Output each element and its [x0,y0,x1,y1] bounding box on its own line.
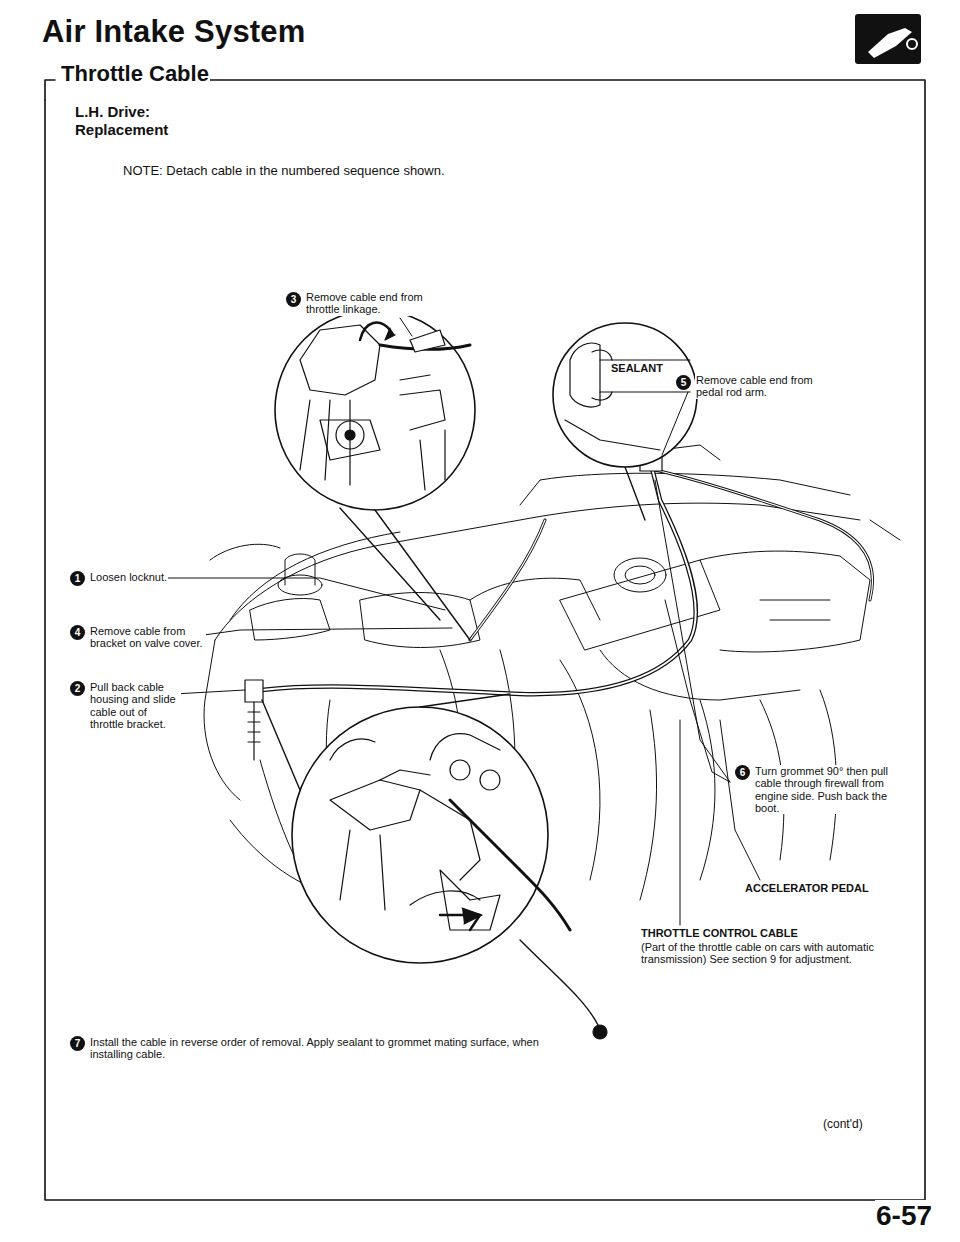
part-label: THROTTLE CONTROL CABLE [640,927,799,939]
step-text: Remove cable end from pedal rod arm. [695,374,827,399]
throttle-linkage-detail [275,310,475,640]
subheading: Replacement [74,122,169,139]
step-text: Loosen locknut. [89,571,168,583]
part-note: (Part of the throttle cable on cars with… [640,941,887,966]
callout-number: 2 [70,681,85,696]
continued-note: (cont'd) [822,1118,864,1131]
callout-number: 4 [70,625,85,640]
callout-number: 7 [70,1036,85,1051]
section-icon [855,14,921,64]
step-text: Install the cable in reverse order of re… [89,1036,561,1061]
material-label: SEALANT [610,362,664,374]
page-number: 6-57 [875,1200,933,1231]
callout-number: 5 [676,375,691,390]
subheading: L.H. Drive: [74,104,151,121]
grommet-detail [553,323,697,520]
step-text: Remove cable from bracket on valve cover… [89,625,206,650]
callout-number: 6 [735,765,750,780]
section-heading: Throttle Cable [60,62,210,87]
leader-lines [168,318,760,925]
step-text: Pull back cable housing and slide cable … [89,681,181,730]
page-frame [45,80,925,1200]
step-text: Turn grommet 90° then pull cable through… [754,765,891,814]
note-text: NOTE: Detach cable in the numbered seque… [122,164,446,179]
callout-number: 3 [286,292,301,307]
callout-number: 1 [70,571,85,586]
page-title: Air Intake System [42,14,306,50]
part-label: ACCELERATOR PEDAL [744,882,870,894]
step-text: Remove cable end from throttle linkage. [305,291,457,316]
control-cable-detail [262,694,607,1039]
